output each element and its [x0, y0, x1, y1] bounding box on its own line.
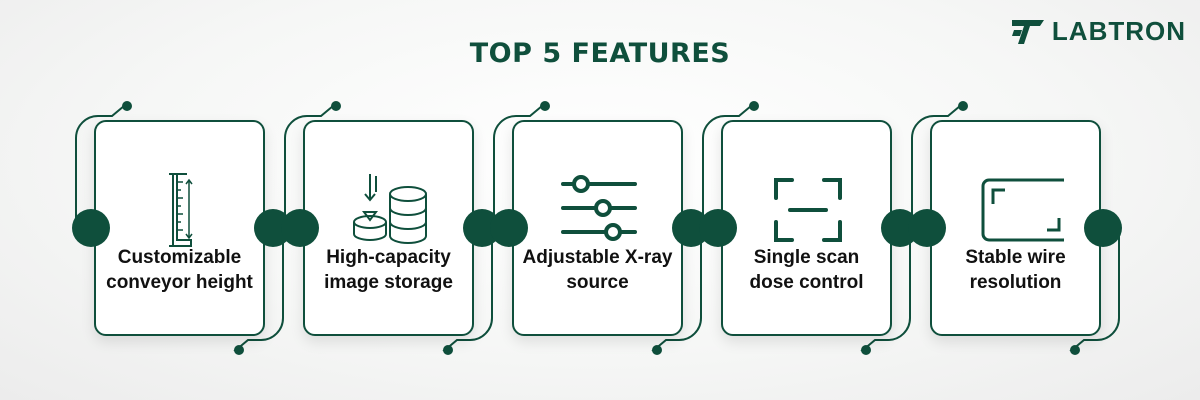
feature-label: Stable wire resolution	[965, 247, 1066, 293]
circuit-frame	[75, 101, 284, 355]
feature-card-body: Stable wire resolution	[930, 120, 1101, 336]
sliders-icon	[561, 175, 637, 241]
connector-dot-left	[699, 209, 737, 247]
height-ruler-icon	[169, 173, 193, 247]
labtron-logo-icon	[1011, 20, 1044, 44]
brand-name: LABTRON	[1051, 15, 1186, 46]
circuit-frame	[911, 101, 1120, 355]
display-frame-icon	[981, 178, 1064, 242]
page-title: TOP 5 FEATURES	[469, 38, 731, 69]
feature-label: Single scan dose control	[749, 247, 864, 293]
feature-label: Adjustable X-ray source	[522, 247, 673, 293]
feature-card-body: Single scan dose control	[721, 120, 892, 336]
circuit-frame	[284, 101, 493, 355]
feature-card-2: High-capacity image storage	[281, 98, 501, 358]
feature-label: High-capacity image storage	[324, 247, 453, 293]
connector-dot-left	[72, 209, 110, 247]
connector-dot-right	[1084, 209, 1122, 247]
feature-label: Customizable conveyor height	[106, 247, 253, 293]
connector-dot-left	[490, 209, 528, 247]
connector-dot-left	[908, 209, 946, 247]
feature-card-body: High-capacity image storage	[303, 120, 474, 336]
feature-card-5: Stable wire resolution	[908, 98, 1123, 358]
logo: LABTRON	[1010, 14, 1186, 48]
feature-card-3: Adjustable X-ray source	[490, 98, 710, 358]
circuit-frame	[493, 101, 702, 355]
feature-card-body: Adjustable X-ray source	[512, 120, 683, 336]
scan-frame-icon	[774, 178, 842, 242]
database-storage-icon	[353, 174, 427, 244]
feature-card-1: Customizable conveyor height	[72, 98, 292, 358]
connector-dot-left	[281, 209, 319, 247]
feature-card-body: Customizable conveyor height	[94, 120, 265, 336]
feature-card-4: Single scan dose control	[699, 98, 919, 358]
circuit-frame	[702, 101, 911, 355]
